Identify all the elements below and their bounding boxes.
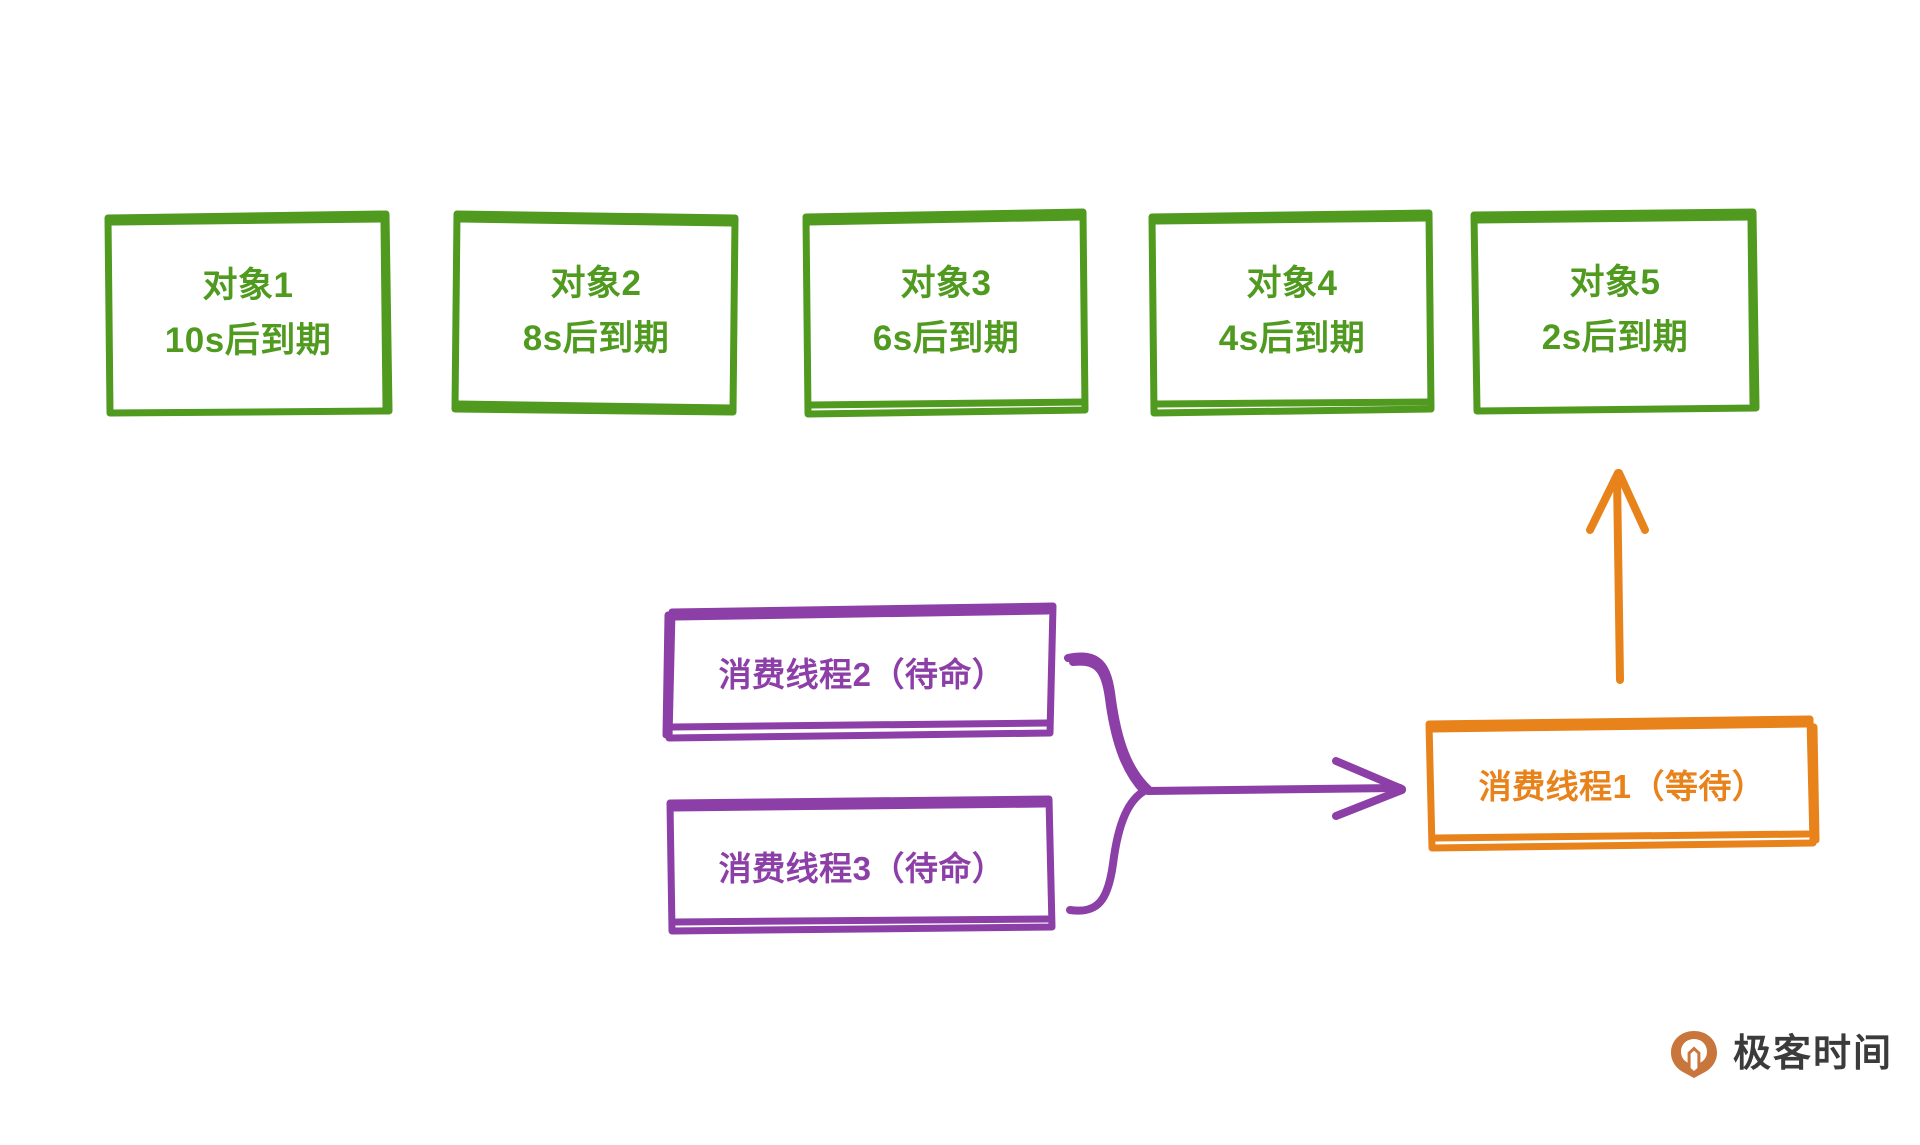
waiting-thread-card-2[interactable]: 消费线程2（待命） — [668, 606, 1056, 737]
object-card-name: 对象2 — [550, 264, 642, 304]
object-card-expiry: 6s后到期 — [872, 318, 1020, 358]
object-card-expiry: 10s后到期 — [164, 320, 332, 360]
waiting-thread-label: 消费线程2（待命） — [718, 655, 1006, 693]
geektime-logo: 极客时间 — [1668, 1018, 1898, 1090]
object-card-1[interactable]: 对象1 10s后到期 — [108, 215, 388, 412]
object-card-name: 对象5 — [1569, 263, 1661, 303]
waiting-thread-card-3[interactable]: 消费线程3（待命） — [668, 800, 1056, 931]
orange-up-arrow-icon — [1586, 469, 1649, 684]
purple-arrow-icon — [1144, 757, 1406, 820]
active-thread-card-1[interactable]: 消费线程1（等待） — [1428, 721, 1816, 847]
object-card-expiry: 4s后到期 — [1218, 318, 1366, 358]
object-card-expiry: 8s后到期 — [522, 318, 670, 358]
object-card-3[interactable]: 对象3 6s后到期 — [806, 213, 1086, 410]
waiting-thread-label: 消费线程3（待命） — [718, 849, 1006, 887]
curly-brace-icon — [1064, 652, 1152, 915]
object-card-name: 对象4 — [1246, 264, 1338, 304]
object-card-4[interactable]: 对象4 4s后到期 — [1152, 213, 1432, 410]
geektime-mark-icon — [1668, 1028, 1720, 1080]
geektime-logo-text: 极客时间 — [1733, 1033, 1894, 1075]
object-card-2[interactable]: 对象2 8s后到期 — [456, 213, 736, 410]
object-card-5[interactable]: 对象5 2s后到期 — [1475, 212, 1755, 409]
active-thread-label: 消费线程1（等待） — [1478, 768, 1766, 805]
object-card-expiry: 2s后到期 — [1541, 317, 1689, 357]
object-card-name: 对象3 — [900, 264, 992, 304]
object-card-name: 对象1 — [202, 266, 294, 306]
